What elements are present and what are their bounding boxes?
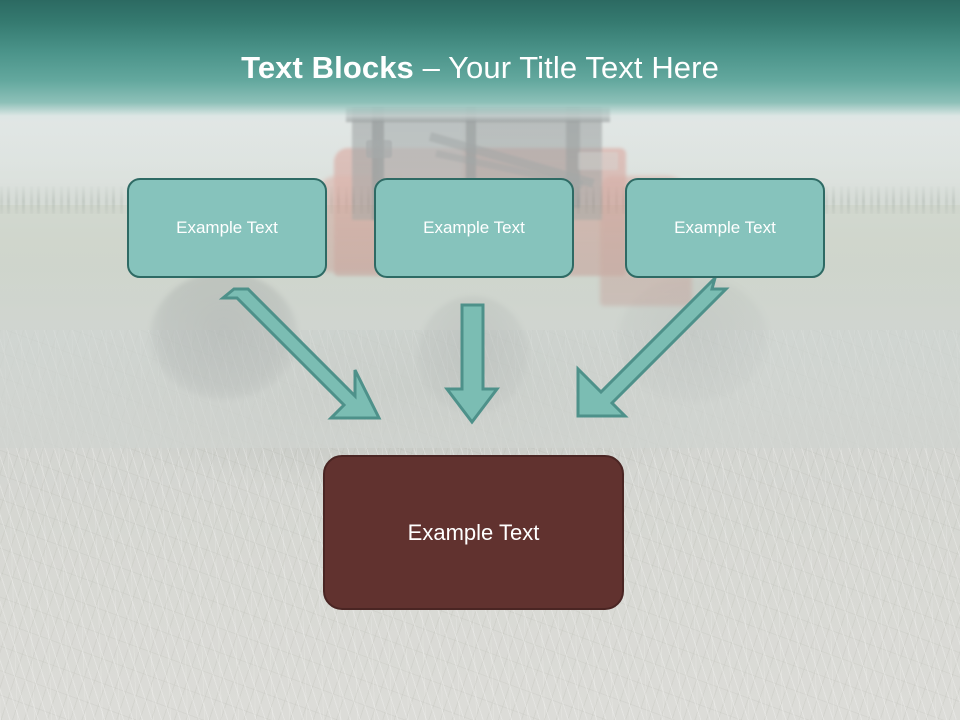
slide-title: Text Blocks – Your Title Text Here (0, 48, 960, 88)
bottom-text-box-label: Example Text (407, 519, 540, 545)
top-text-box-1[interactable]: Example Text (127, 178, 327, 278)
top-text-box-1-label: Example Text (176, 218, 278, 237)
top-text-box-2-label: Example Text (423, 218, 525, 237)
top-text-box-2[interactable]: Example Text (374, 178, 574, 278)
slide-title-bold: Text Blocks (241, 50, 423, 85)
bottom-text-box[interactable]: Example Text (323, 455, 624, 610)
slide-header-band (0, 0, 960, 122)
arrow-right-diagonal (576, 272, 730, 418)
arrow-left-diagonal (218, 287, 382, 420)
arrow-middle-vertical (443, 303, 501, 425)
top-text-box-3-label: Example Text (674, 218, 776, 237)
slide-title-light: – Your Title Text Here (422, 50, 719, 85)
top-text-box-3[interactable]: Example Text (625, 178, 825, 278)
